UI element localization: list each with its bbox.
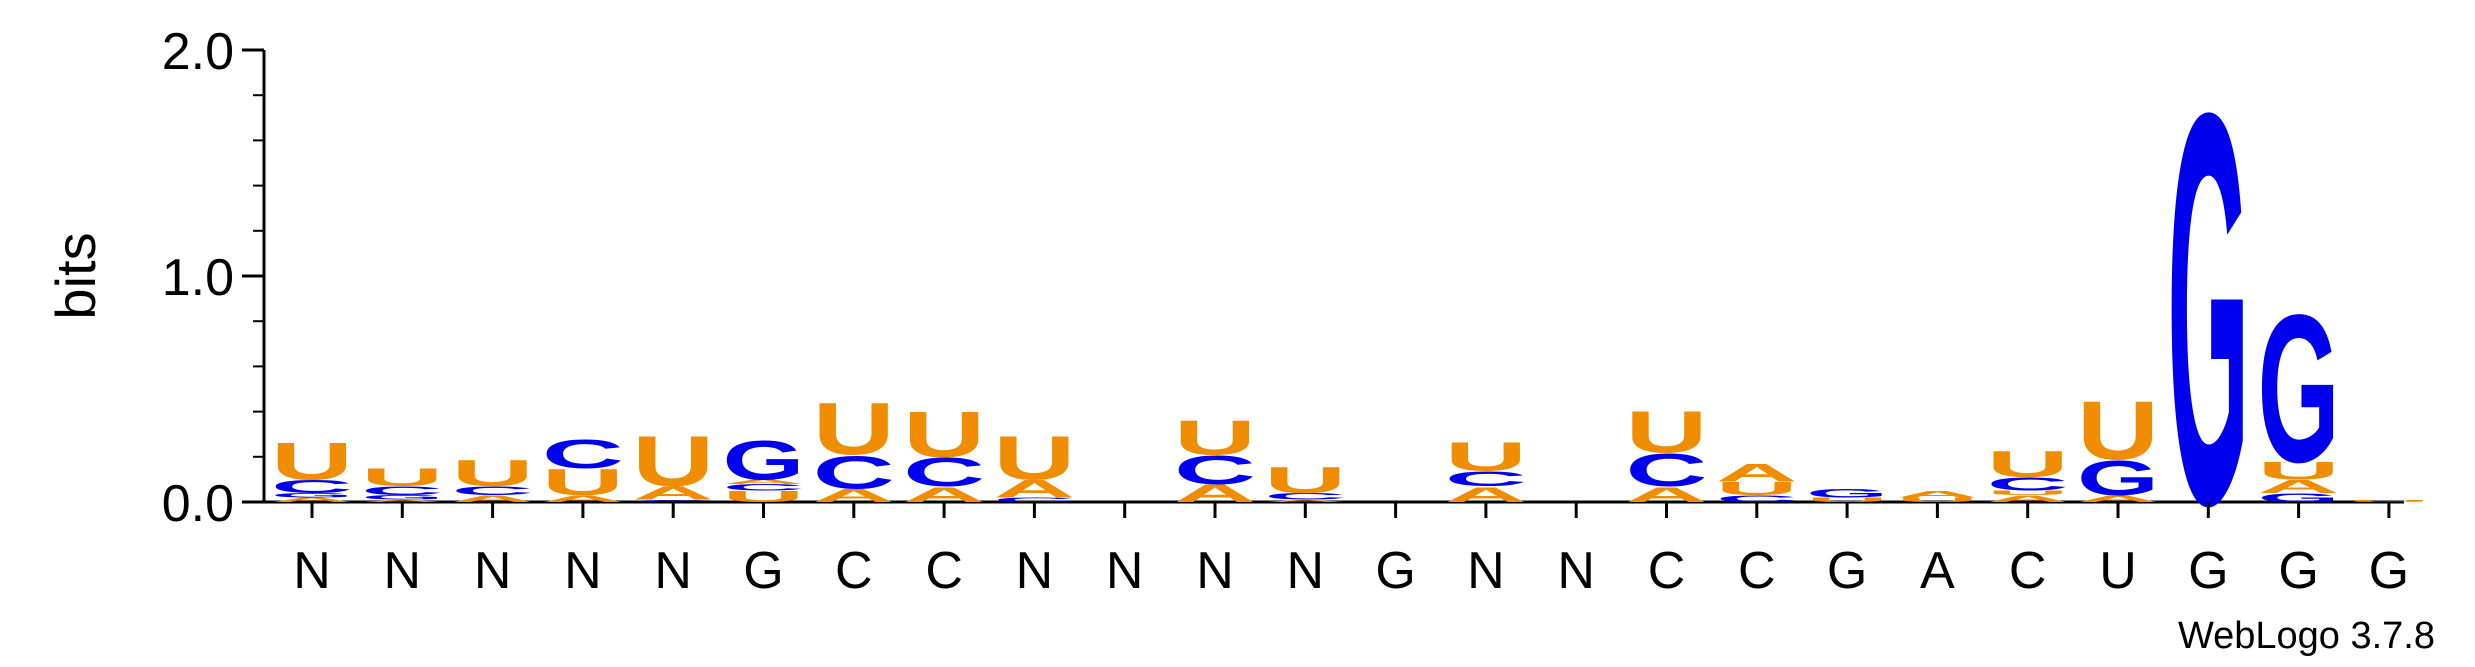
logo-letter-a: A bbox=[1716, 460, 1798, 487]
x-tick-label: G bbox=[1827, 542, 1867, 600]
logo-letter-a: A bbox=[2077, 494, 2159, 504]
y-tick-label: 2.0 bbox=[162, 23, 234, 81]
logo-letter-u: U bbox=[271, 432, 353, 491]
logo-letter-u: U bbox=[542, 462, 624, 503]
x-tick-label: N bbox=[1287, 542, 1325, 600]
logo-letter-u: U bbox=[1987, 490, 2069, 497]
x-tick-label: N bbox=[384, 542, 422, 600]
logo-letter-a: A bbox=[1264, 499, 1346, 502]
x-tick-label: G bbox=[743, 542, 783, 600]
logo-letter-u: U bbox=[361, 464, 443, 491]
logo-letter-g: G bbox=[2258, 272, 2340, 507]
logo-letter-u: U bbox=[903, 398, 985, 471]
logo-letter-u: U bbox=[1716, 479, 1798, 500]
x-tick-label: G bbox=[2188, 542, 2228, 600]
x-tick-label: N bbox=[1196, 542, 1234, 600]
logo-letter-u: U bbox=[1174, 410, 1256, 465]
logo-letter-a: A bbox=[361, 499, 443, 502]
y-tick-label: 0.0 bbox=[162, 475, 234, 533]
logo-letter-u: U bbox=[2348, 499, 2430, 502]
logo-letter-a: A bbox=[632, 483, 714, 504]
x-tick-label: C bbox=[1648, 542, 1686, 600]
axis-layer: bits WebLogo 3.7.8 bbox=[44, 50, 2435, 657]
logo-letter-c: C bbox=[1716, 494, 1798, 504]
logo-letter-c: C bbox=[542, 432, 624, 477]
x-tick-label: C bbox=[925, 542, 963, 600]
logo-letter-g: G bbox=[2258, 491, 2340, 505]
logo-letter-a: A bbox=[723, 478, 805, 485]
logo-letter-a: A bbox=[452, 494, 534, 504]
logo-letter-c: C bbox=[361, 484, 443, 498]
logo-letter-u: U bbox=[2258, 457, 2340, 484]
logo-letter-c: C bbox=[723, 482, 805, 492]
x-tick-label: G bbox=[1375, 542, 1415, 600]
logo-letter-c: C bbox=[993, 496, 1075, 503]
logo-letter-g: G bbox=[723, 429, 805, 491]
logo-letter-g: G bbox=[361, 494, 443, 501]
x-tick-label: N bbox=[564, 542, 602, 600]
x-tick-label: N bbox=[654, 542, 692, 600]
x-tick-label: N bbox=[1106, 542, 1144, 600]
y-tick-label: 1.0 bbox=[162, 249, 234, 307]
logo-letter-g: G bbox=[271, 492, 353, 499]
logo-letter-u: U bbox=[993, 424, 1075, 493]
logo-letter-c: C bbox=[1264, 491, 1346, 501]
tick-layer: 0.0 1.0 2.0 bbox=[162, 23, 264, 533]
logo-letter-a: A bbox=[1896, 489, 1978, 499]
logo-letter-c: C bbox=[1626, 444, 1708, 496]
logo-letter-u: U bbox=[1896, 496, 1978, 503]
logo-letter-g: G bbox=[2167, 0, 2249, 622]
logo-letter-c: C bbox=[271, 476, 353, 497]
logo-letter-a: A bbox=[2258, 476, 2340, 497]
x-tick-label: A bbox=[1920, 542, 1955, 600]
logo-letter-u: U bbox=[632, 422, 714, 502]
logo-letter-c: C bbox=[813, 447, 895, 499]
y-axis-label: bits bbox=[44, 232, 107, 319]
x-tick-label: N bbox=[1467, 542, 1505, 600]
logo-letter-u: U bbox=[1264, 459, 1346, 500]
logo-letter-a: A bbox=[271, 496, 353, 503]
logo-letter-c: C bbox=[452, 484, 534, 498]
x-tick-label: N bbox=[1016, 542, 1054, 600]
x-tick-label: G bbox=[2278, 542, 2318, 600]
logo-letter-a: A bbox=[542, 494, 624, 504]
logo-letter-a: A bbox=[993, 475, 1075, 502]
logo-letter-u: U bbox=[1806, 496, 1888, 503]
x-tick-label: N bbox=[293, 542, 331, 600]
x-tick-label: N bbox=[474, 542, 512, 600]
logo-letter-u: U bbox=[2077, 384, 2159, 477]
logo-letter-a: A bbox=[1987, 494, 2069, 504]
logo-letter-g: G bbox=[1806, 486, 1888, 500]
logo-letter-c: C bbox=[1174, 448, 1256, 493]
logo-letter-u: U bbox=[813, 388, 895, 471]
x-tick-label: G bbox=[2369, 542, 2409, 600]
logo-letter-c: C bbox=[1445, 467, 1527, 491]
credit-label: WebLogo 3.7.8 bbox=[2178, 615, 2435, 657]
logo-letter-u: U bbox=[1445, 434, 1527, 479]
logo-letter-a: A bbox=[813, 485, 895, 506]
logo-letter-c: C bbox=[632, 499, 714, 502]
logo-letter-c: C bbox=[903, 450, 985, 495]
x-tick-label: N bbox=[1557, 542, 1595, 600]
logo-letter-c: C bbox=[1987, 474, 2069, 495]
x-tick-label: U bbox=[2099, 542, 2137, 600]
logo-letter-u: U bbox=[452, 453, 534, 494]
x-tick-label: C bbox=[1738, 542, 1776, 600]
logo-letter-g: G bbox=[2077, 451, 2159, 506]
logo-letter-u: U bbox=[1987, 444, 2069, 485]
x-tick-label: C bbox=[2009, 542, 2047, 600]
x-tick-label: C bbox=[835, 542, 873, 600]
logo-letter-u: U bbox=[723, 488, 805, 505]
logo-letter-u: U bbox=[1626, 400, 1708, 466]
